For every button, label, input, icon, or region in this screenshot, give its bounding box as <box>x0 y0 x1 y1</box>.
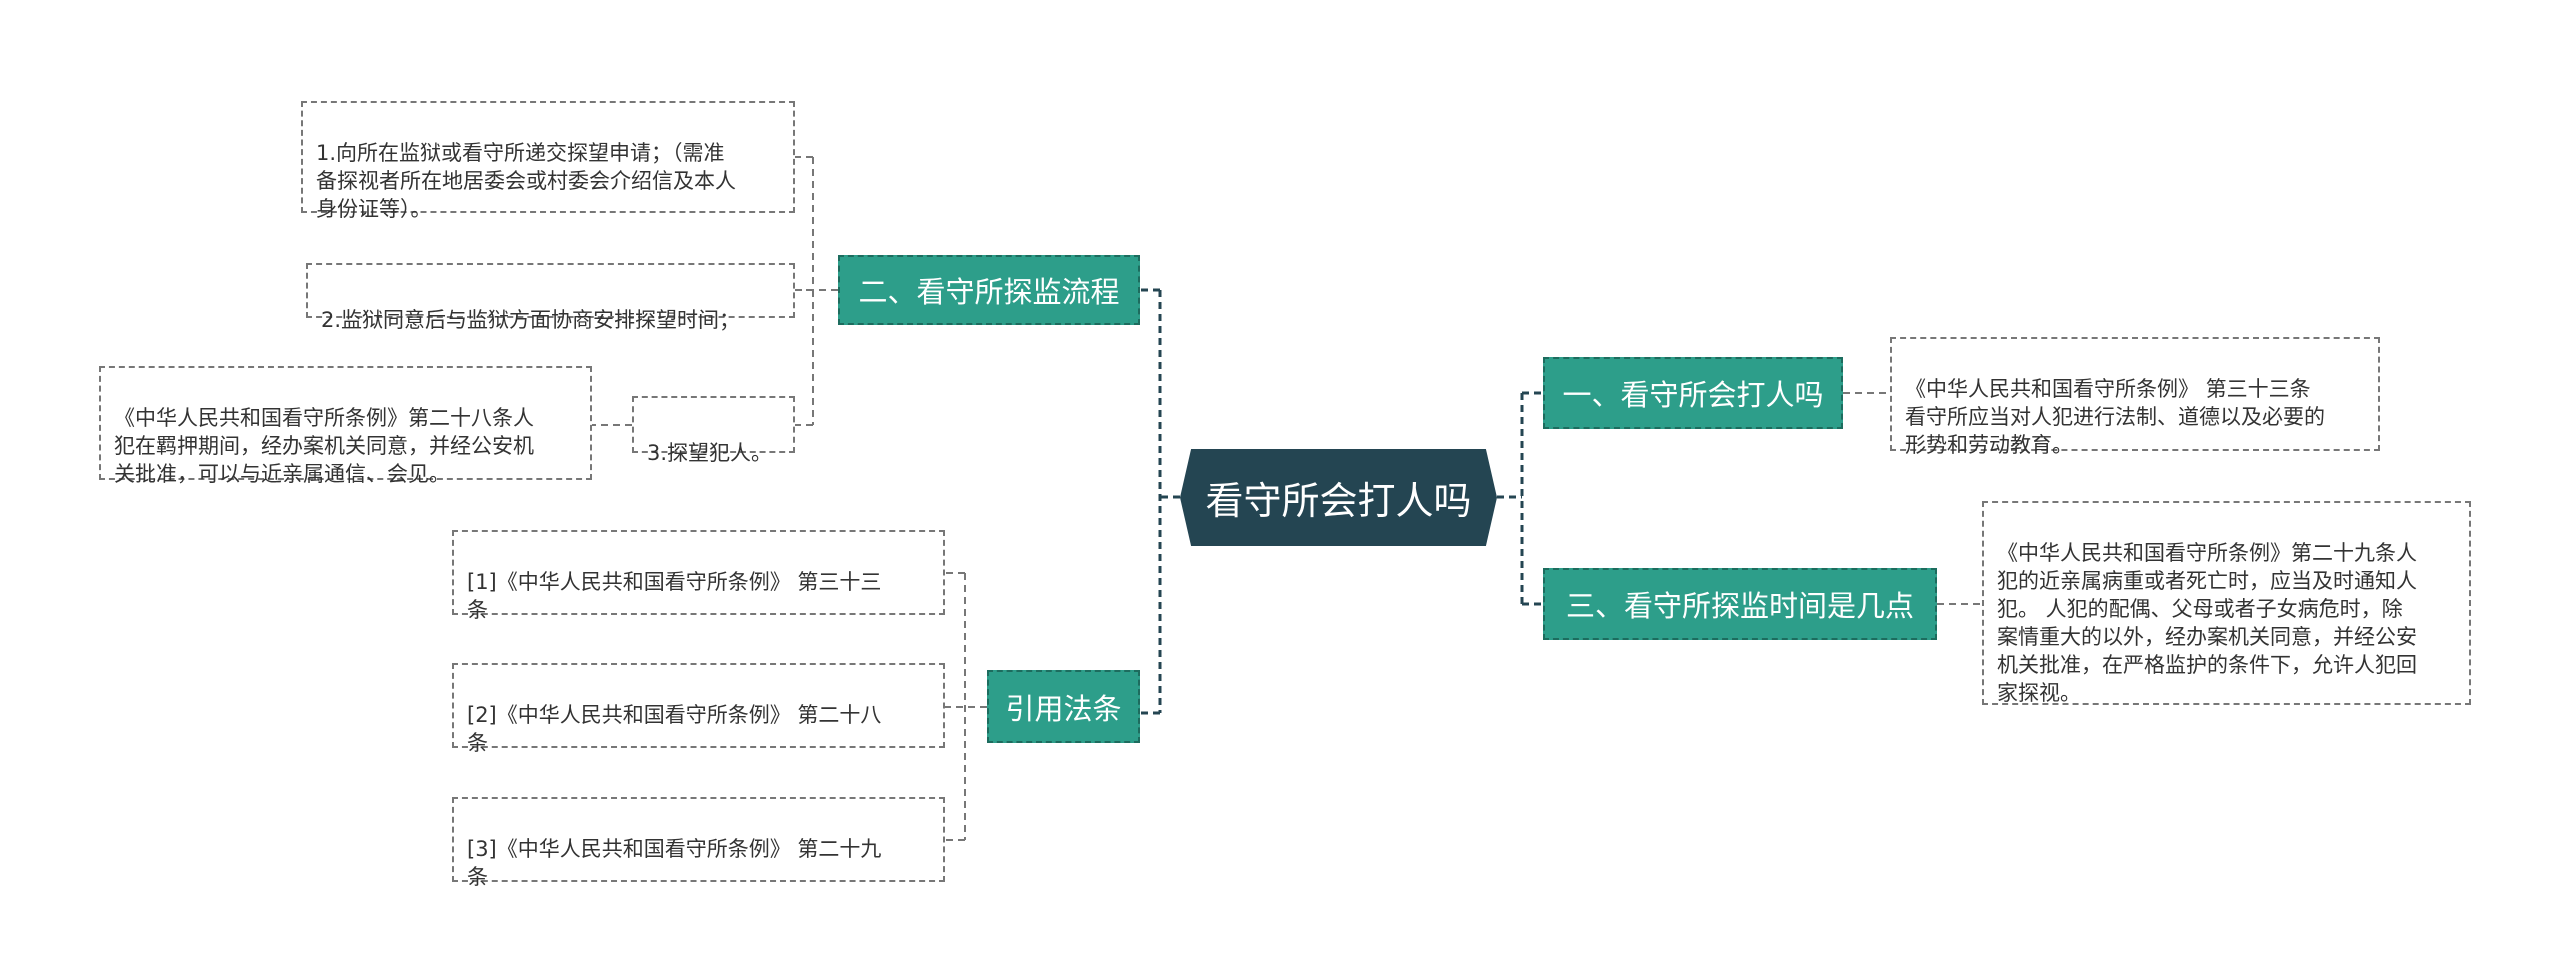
branch-visit-procedure[interactable]: 二、看守所探监流程 <box>838 255 1140 325</box>
branch-visit-hours-label: 三、看守所探监时间是几点 <box>1565 589 1914 623</box>
connector-b1-leaf1b <box>795 156 814 290</box>
central-topic-label: 看守所会打人吗 <box>1205 479 1472 523</box>
leaf-procedure-step-2[interactable]: 2.监狱同意后与监狱方面协商安排探望时间； <box>306 263 795 332</box>
leaf-citation-3-text: [3]《中华人民共和国看守所条例》 第二十九 条 <box>467 837 882 889</box>
leaf-citation-2[interactable]: [2]《中华人民共和国看守所条例》 第二十八 条 <box>452 663 945 755</box>
leaf-article-33[interactable]: 《中华人民共和国看守所条例》 第三十三条 看守所应当对人犯进行法制、道德以及必要… <box>1890 337 2380 457</box>
leaf-article-28-detail[interactable]: 《中华人民共和国看守所条例》第二十八条人 犯在羁押期间，经办案机关同意，并经公安… <box>99 366 592 486</box>
branch-cited-laws[interactable]: 引用法条 <box>987 670 1140 743</box>
branch-does-detention-beat[interactable]: 一、看守所会打人吗 <box>1543 357 1843 429</box>
leaf-procedure-step-1-text: 1.向所在监狱或看守所递交探望申请；（需准 备探视者所在地居委会或村委会介绍信及… <box>316 141 736 221</box>
leaf-citation-1[interactable]: [1]《中华人民共和国看守所条例》 第三十三 条 <box>452 530 945 622</box>
leaf-procedure-step-2-text: 2.监狱同意后与监狱方面协商安排探望时间； <box>321 308 741 332</box>
leaf-procedure-step-3[interactable]: 3.探望犯人。 <box>632 396 795 465</box>
branch-visit-procedure-label: 二、看守所探监流程 <box>858 275 1120 309</box>
leaf-procedure-step-1[interactable]: 1.向所在监狱或看守所递交探望申请；（需准 备探视者所在地居委会或村委会介绍信及… <box>301 101 795 221</box>
leaf-citation-3[interactable]: [3]《中华人民共和国看守所条例》 第二十九 条 <box>452 797 945 889</box>
leaf-citation-2-text: [2]《中华人民共和国看守所条例》 第二十八 条 <box>467 703 882 755</box>
leaf-article-33-text: 《中华人民共和国看守所条例》 第三十三条 看守所应当对人犯进行法制、道德以及必要… <box>1905 377 2325 457</box>
leaf-article-29[interactable]: 《中华人民共和国看守所条例》第二十九条人 犯的近亲属病重或者死亡时，应当及时通知… <box>1982 501 2471 705</box>
branch-does-detention-beat-label: 一、看守所会打人吗 <box>1562 378 1824 412</box>
leaf-article-29-text: 《中华人民共和国看守所条例》第二十九条人 犯的近亲属病重或者死亡时，应当及时通知… <box>1997 541 2417 705</box>
branch-cited-laws-label: 引用法条 <box>1005 691 1122 726</box>
leaf-citation-1-text: [1]《中华人民共和国看守所条例》 第三十三 条 <box>467 570 882 622</box>
leaf-article-28-detail-text: 《中华人民共和国看守所条例》第二十八条人 犯在羁押期间，经办案机关同意，并经公安… <box>114 406 534 486</box>
leaf-procedure-step-3-text: 3.探望犯人。 <box>647 441 773 465</box>
branch-visit-hours[interactable]: 三、看守所探监时间是几点 <box>1543 568 1937 640</box>
central-topic[interactable]: 看守所会打人吗 <box>1180 449 1497 546</box>
